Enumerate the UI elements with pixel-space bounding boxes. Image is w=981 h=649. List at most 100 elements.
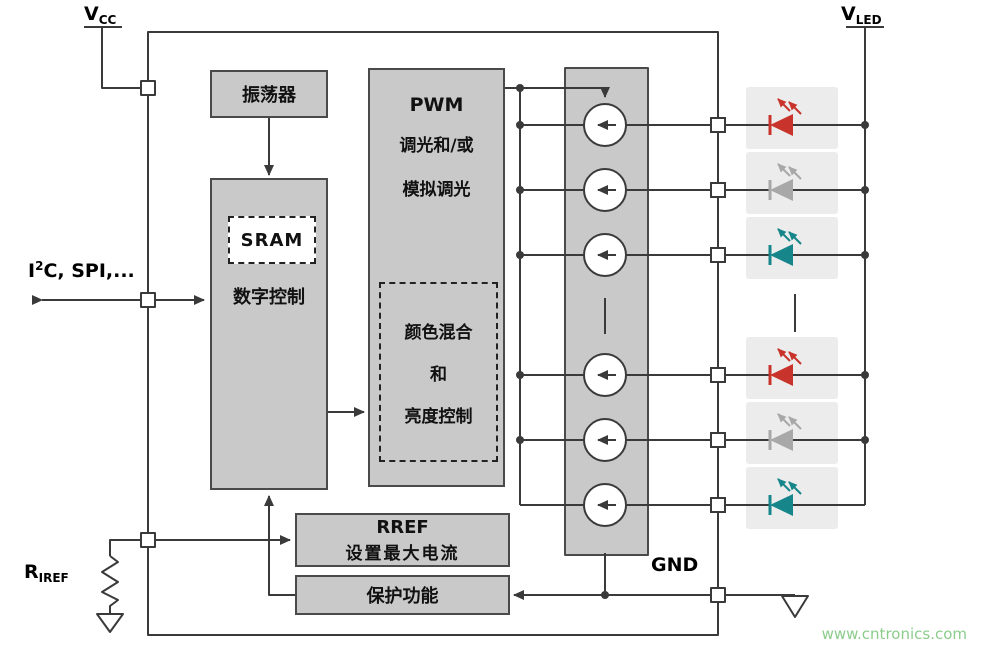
channel-pin xyxy=(710,432,726,448)
channel-pin xyxy=(710,247,726,263)
mixer-line1: 颜色混合 xyxy=(404,322,473,343)
i2c-post: C, SPI,... xyxy=(43,260,135,282)
oscillator-label: 振荡器 xyxy=(242,85,296,106)
vcc-label: VCC xyxy=(84,3,116,27)
pin-gnd xyxy=(710,587,726,603)
vcc-wire xyxy=(101,27,141,89)
led-triangle xyxy=(770,114,793,136)
current-source xyxy=(583,353,627,397)
junction-dot xyxy=(861,251,869,259)
riref-base: R xyxy=(24,561,39,583)
pin-vcc xyxy=(140,80,156,96)
channel-pin xyxy=(710,182,726,198)
led-strip-bg xyxy=(746,337,838,399)
resistor-symbol xyxy=(101,555,119,614)
led-triangle xyxy=(770,179,793,201)
led-emission-arrow xyxy=(788,351,802,365)
mixer-line2: 和 xyxy=(430,364,447,385)
channel-pin xyxy=(710,117,726,133)
protection-to-digital-arrow xyxy=(264,495,295,596)
led-channel-6 xyxy=(520,467,865,529)
led-channel-1 xyxy=(516,87,869,149)
protection-block: 保护功能 xyxy=(295,575,510,615)
led-channel-3 xyxy=(516,217,869,279)
pwm-dimming-block: PWM 调光和/或 模拟调光 颜色混合 和 亮度控制 xyxy=(368,68,505,487)
led-strip-bg xyxy=(746,402,838,464)
rref-subtitle: 设置最大电流 xyxy=(345,543,460,564)
color-mixing-box: 颜色混合 和 亮度控制 xyxy=(379,282,498,462)
sram-block: SRAM xyxy=(228,216,316,264)
protection-label: 保护功能 xyxy=(366,586,439,607)
current-source xyxy=(583,418,627,462)
gnd-wire xyxy=(604,553,795,596)
led-emission-arrow xyxy=(788,481,802,495)
junction-dot xyxy=(516,436,524,444)
pwm-line2: 模拟调光 xyxy=(402,180,471,200)
vcc-base: V xyxy=(84,3,99,25)
oscillator-block: 振荡器 xyxy=(210,70,328,118)
junction-dot xyxy=(516,251,524,259)
mixer-line3: 亮度控制 xyxy=(404,406,473,427)
led-emission-arrow xyxy=(777,163,791,177)
digital-control-block: SRAM 数字控制 xyxy=(210,178,328,490)
riref-sub: IREF xyxy=(38,571,69,585)
riref-wire xyxy=(109,539,141,556)
pwm-line1: 调光和/或 xyxy=(399,136,474,156)
vcc-sub: CC xyxy=(98,13,117,27)
channel-pin xyxy=(710,367,726,383)
ground-symbol-left xyxy=(96,613,124,633)
led-emission-arrow xyxy=(788,231,802,245)
current-source xyxy=(583,168,627,212)
led-emission-arrow xyxy=(777,98,791,112)
led-channel-2 xyxy=(516,152,869,214)
led-emission-arrow xyxy=(777,478,791,492)
gnd-label: GND xyxy=(651,554,699,576)
pin-riref xyxy=(140,532,156,548)
led-strip-bg xyxy=(746,467,838,529)
led-emission-arrow xyxy=(788,166,802,180)
vled-sub: LED xyxy=(855,13,882,27)
channel-pin xyxy=(710,497,726,513)
led-channel-5 xyxy=(516,402,869,464)
junction-dot xyxy=(516,186,524,194)
pwm-title: PWM xyxy=(409,94,464,116)
led-triangle xyxy=(770,429,793,451)
led-emission-arrow xyxy=(777,228,791,242)
sram-label: SRAM xyxy=(240,229,304,251)
vled-label: VLED xyxy=(841,3,882,27)
led-strip-bg xyxy=(746,217,838,279)
current-source xyxy=(583,103,627,147)
led-channels xyxy=(516,87,869,529)
rref-block: RREF 设置最大电流 xyxy=(295,513,510,567)
i2c-pre: I xyxy=(28,260,36,282)
led-strip-bg xyxy=(746,87,838,149)
led-strip-bg xyxy=(746,152,838,214)
led-triangle xyxy=(770,364,793,386)
junction-dot xyxy=(861,371,869,379)
current-source xyxy=(583,233,627,277)
led-emission-arrow xyxy=(777,413,791,427)
rref-title: RREF xyxy=(376,516,429,538)
junction-dot xyxy=(861,121,869,129)
i2c-spi-label: I2C, SPI,... xyxy=(28,259,135,282)
vled-base: V xyxy=(841,3,856,25)
led-emission-arrow xyxy=(777,348,791,362)
led-channel-4 xyxy=(516,337,869,399)
ground-symbol-right xyxy=(781,595,809,618)
junction-dot xyxy=(861,186,869,194)
riref-label: RIREF xyxy=(24,561,69,585)
i2c-sup: 2 xyxy=(35,259,44,273)
junction-dot xyxy=(516,121,524,129)
pin-i2c xyxy=(140,292,156,308)
led-triangle xyxy=(770,494,793,516)
led-emission-arrow xyxy=(788,416,802,430)
led-triangle xyxy=(770,244,793,266)
watermark: www.cntronics.com xyxy=(821,625,967,643)
junction-dot xyxy=(516,84,524,92)
digital-control-label: 数字控制 xyxy=(233,287,305,308)
junction-dot xyxy=(601,591,609,599)
junction-dot xyxy=(516,371,524,379)
led-emission-arrow xyxy=(788,101,802,115)
current-source-column xyxy=(564,67,649,556)
